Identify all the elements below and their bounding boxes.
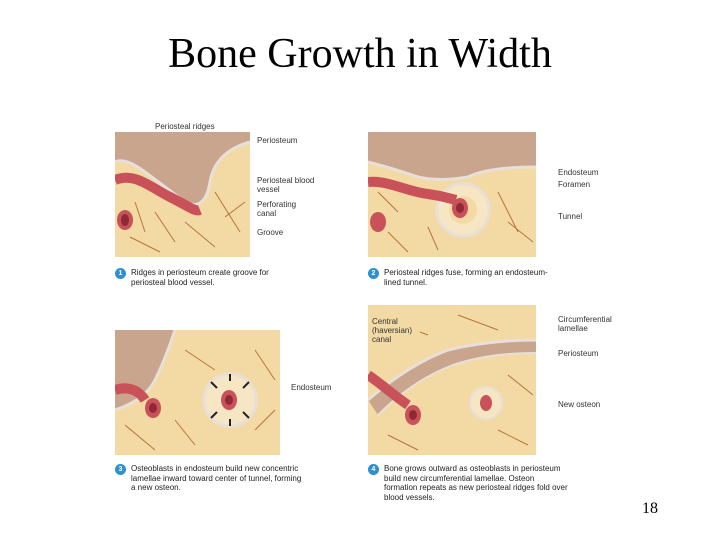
caption-step-1: 1 Ridges in periosteum create groove for… <box>115 268 305 287</box>
label-periosteum: Periosteum <box>257 136 298 145</box>
label-perforating-canal: Perforating canal <box>257 200 297 218</box>
label-tunnel: Tunnel <box>558 212 583 221</box>
label-new-osteon: New osteon <box>558 400 601 409</box>
label-endosteum: Endosteum <box>558 168 599 177</box>
illustration-step-2 <box>368 132 536 257</box>
caption-text: Ridges in periosteum create groove for p… <box>131 268 269 287</box>
label-endosteum: Endosteum <box>291 383 332 392</box>
label-periosteum: Periosteum <box>558 349 599 358</box>
panel-step-3: Endosteum <box>115 330 331 455</box>
caption-step-3: 3 Osteoblasts in endosteum build new con… <box>115 464 305 493</box>
label-foramen: Foramen <box>558 180 591 189</box>
step-badge: 3 <box>115 464 126 475</box>
step-badge: 1 <box>115 268 126 279</box>
step-badge: 2 <box>368 268 379 279</box>
illustration-step-3 <box>115 330 280 455</box>
panel-step-4: Central (haversian) canal Circumferentia… <box>368 305 612 455</box>
step-badge: 4 <box>368 464 379 475</box>
panel-step-1: Periosteal ridges Periosteum Periosteal … <box>115 122 314 257</box>
label-periosteal-ridges: Periosteal ridges <box>155 122 215 131</box>
label-periosteal-blood-vessel: Periosteal blood vessel <box>257 176 315 194</box>
page-title: Bone Growth in Width <box>168 31 552 77</box>
label-groove: Groove <box>257 228 284 237</box>
caption-text: Bone grows outward as osteoblasts in per… <box>384 464 568 502</box>
caption-step-2: 2 Periosteal ridges fuse, forming an end… <box>368 268 558 287</box>
caption-step-4: 4 Bone grows outward as osteoblasts in p… <box>368 464 568 502</box>
label-central-canal: Central (haversian) canal <box>372 317 420 344</box>
caption-text: Periosteal ridges fuse, forming an endos… <box>384 268 548 287</box>
label-circumferential-lamellae: Circumferential lamellae <box>558 315 612 333</box>
caption-text: Osteoblasts in endosteum build new conce… <box>131 464 302 492</box>
illustration-step-1 <box>115 132 250 257</box>
page-number: 18 <box>642 500 658 517</box>
panel-step-2: Endosteum Foramen Tunnel <box>368 132 598 257</box>
